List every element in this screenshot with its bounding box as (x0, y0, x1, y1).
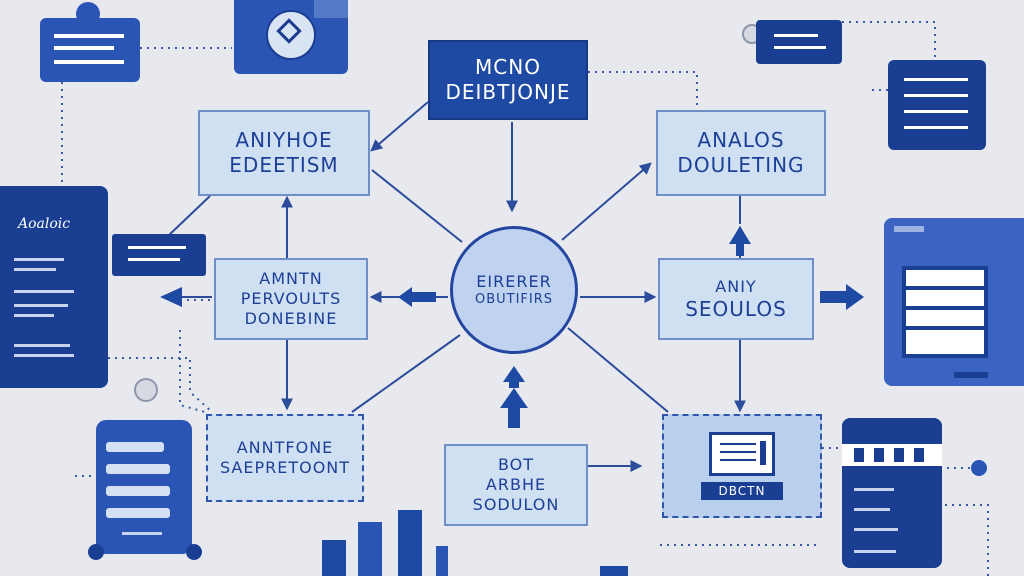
node-bottom-center-line1: BOT (497, 455, 535, 474)
arrow-left-small (160, 287, 182, 307)
window-icon (884, 218, 1024, 386)
node-left-lower-line1: ANNTFONE (236, 438, 334, 457)
node-right-mid-line2: SEOULOS (685, 296, 787, 321)
connector-center-to-right-upper (561, 162, 652, 241)
node-bottom-center: BOT ARBHE SODULON (444, 444, 588, 526)
node-right-upper-line2: DOULETING (677, 153, 805, 177)
node-center-line2: OBUTIFIRS (474, 291, 554, 307)
bar-chart-icon (322, 510, 628, 576)
arrow-right-mid-bold (820, 284, 864, 310)
arrow-left-bold (398, 287, 436, 307)
node-left-mid-line3: DONEBINE (244, 309, 338, 328)
arrow-up-bold-1 (503, 366, 525, 388)
node-left-upper: ANIYHOE EDEETISM (198, 110, 370, 196)
node-top-line2: DEIBTJONJE (445, 80, 571, 104)
monitor-icon (709, 432, 775, 476)
mobile-icon (96, 420, 192, 554)
arrow-up-bold-3 (729, 226, 751, 256)
node-center-line1: EIRERER (476, 271, 552, 291)
node-right-lower-label: DBCTN (700, 482, 784, 500)
node-top-line1: MCNO (475, 55, 541, 79)
node-left-mid-line1: AMNTN (259, 269, 323, 288)
dashed-routes (61, 21, 989, 576)
node-top: MCNO DEIBTJONJE (428, 40, 588, 120)
document-icon (888, 60, 986, 150)
label-card-icon (112, 234, 206, 276)
node-left-lower: ANNTFONE SAEPRETOONT (206, 414, 364, 502)
mobile-wheel-left (88, 544, 104, 560)
bold-arrows (160, 226, 864, 428)
node-right-upper-line1: ANALOS (697, 128, 785, 152)
node-bottom-center-line3: SODULON (472, 495, 560, 514)
node-left-upper-line2: EDEETISM (229, 153, 339, 177)
diamond-icon (234, 0, 348, 74)
node-left-mid-line2: PERVOULTS (240, 289, 342, 308)
node-center: EIRERER OBUTIFIRS (450, 226, 578, 354)
node-left-upper-line1: ANIYHOE (235, 128, 333, 152)
node-right-upper: ANALOS DOULETING (656, 110, 826, 196)
header-card-icon (40, 18, 140, 82)
connector-center-to-left-lower (351, 334, 461, 413)
arrow-up-bold-2 (500, 388, 528, 428)
sidebar-panel: Aoaloic (0, 186, 108, 388)
node-right-mid-line1: ANIY (715, 276, 757, 296)
sidebar-title: Aoaloic (18, 216, 71, 232)
node-right-mid: ANIY SEOULOS (658, 258, 814, 340)
node-bottom-center-line2: ARBHE (485, 475, 547, 494)
connector-center-to-right-lower (567, 327, 669, 413)
connector-left-upper-to-center (371, 169, 463, 243)
connector-left-upper-to-sidebar (167, 195, 211, 237)
tablet-icon (842, 418, 942, 568)
connector-top-to-left-upper (370, 101, 429, 152)
mobile-wheel-right (186, 544, 202, 560)
note-card-icon (756, 20, 842, 64)
node-right-lower: DBCTN (662, 414, 822, 518)
node-left-mid: AMNTN PERVOULTS DONEBINE (214, 258, 368, 340)
node-left-lower-line2: SAEPRETOONT (219, 458, 351, 477)
